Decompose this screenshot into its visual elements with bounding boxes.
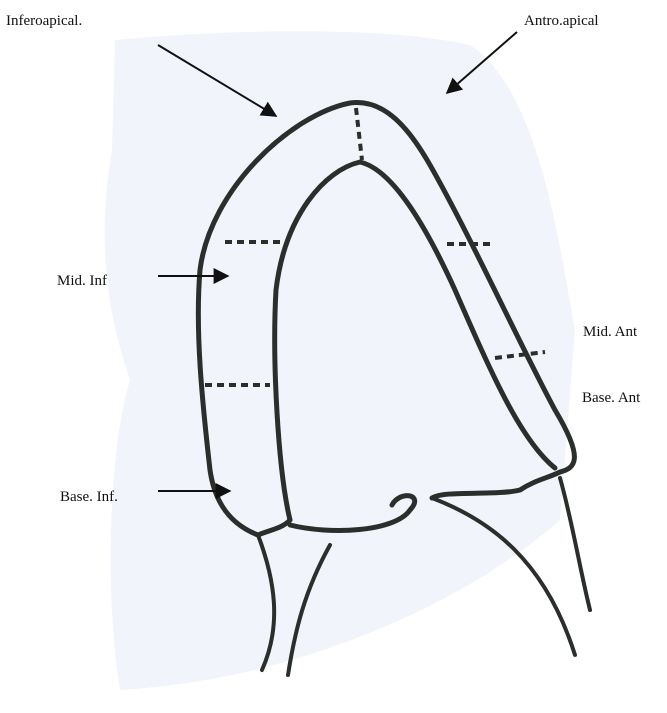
label-antroapical: Antro.apical — [524, 14, 599, 29]
paper-tint — [105, 31, 575, 690]
label-base-ant: Base. Ant — [582, 391, 640, 406]
label-base-inf: Base. Inf. — [60, 490, 118, 505]
vessel-line-4 — [560, 478, 590, 610]
label-mid-ant: Mid. Ant — [583, 325, 637, 340]
label-mid-inf: Mid. Inf — [57, 274, 107, 289]
label-inferoapical: Inferoapical. — [6, 14, 82, 29]
